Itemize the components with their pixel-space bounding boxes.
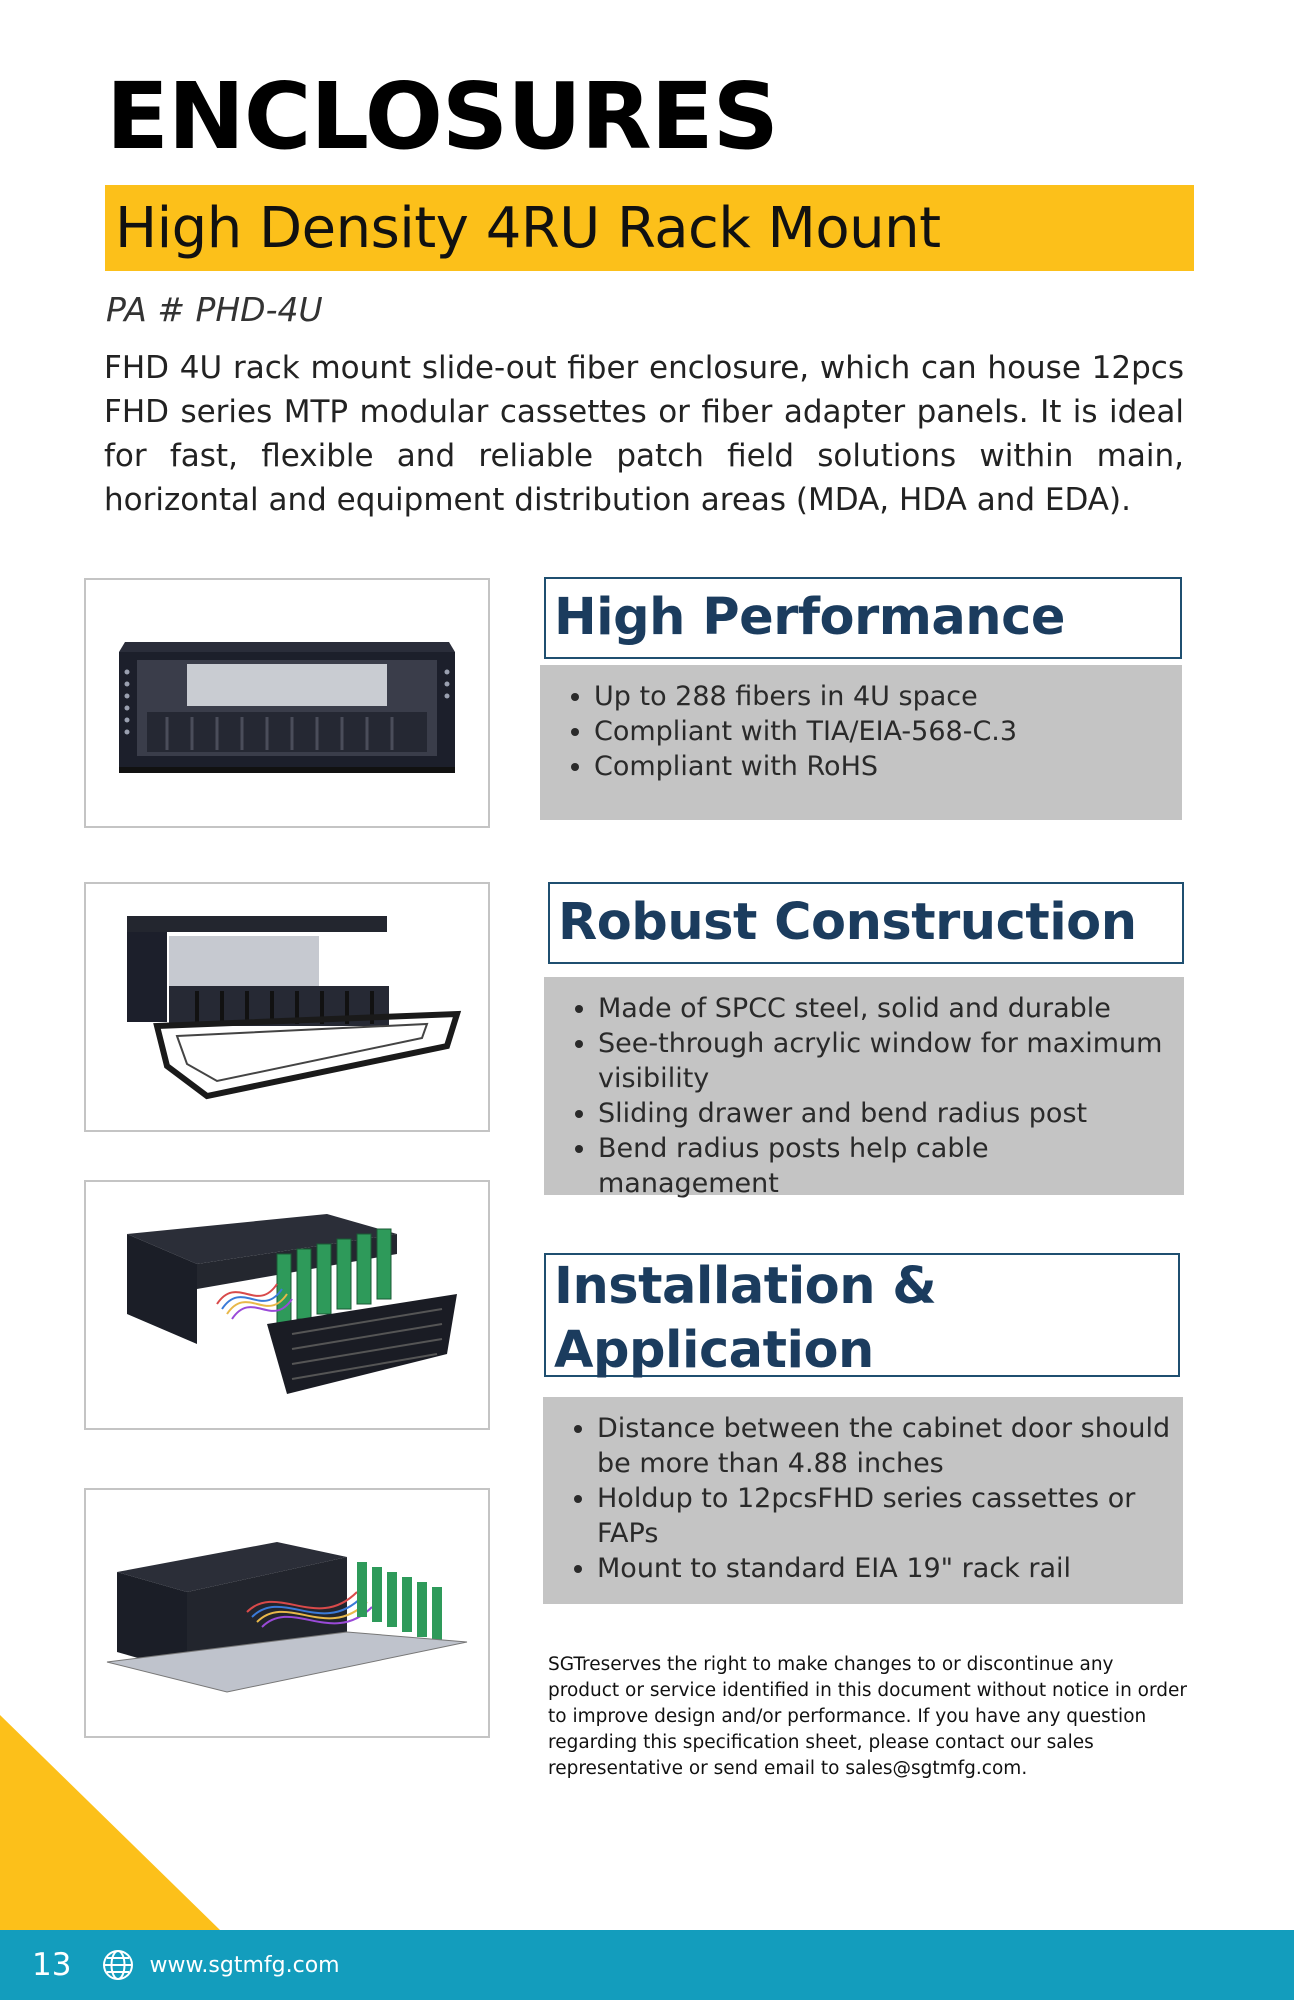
list-item: Compliant with RoHS — [594, 749, 1172, 784]
section-heading: High Performance — [554, 588, 1065, 647]
list-item: Bend radius posts help cable management — [598, 1131, 1174, 1201]
globe-icon — [103, 1950, 134, 1980]
subtitle-text: High Density 4RU Rack Mount — [115, 195, 941, 261]
list-item: Up to 288 fibers in 4U space — [594, 679, 1172, 714]
part-number: PA # PHD-4U — [106, 290, 323, 329]
section-heading-box: High Performance — [544, 577, 1182, 659]
list-item: Mount to standard EIA 19" rack rail — [597, 1551, 1173, 1586]
list-item: See-through acrylic window for maximum v… — [598, 1026, 1174, 1096]
product-photo-side — [84, 1488, 490, 1738]
section-heading-line: Installation & — [554, 1257, 937, 1316]
feature-list: Up to 288 fibers in 4U space Compliant w… — [560, 679, 1172, 784]
disclaimer-text: SGTreserves the right to make changes to… — [548, 1654, 1188, 1779]
list-item: Compliant with TIA/EIA-568-C.3 — [594, 714, 1172, 749]
feature-list-box: Distance between the cabinet door should… — [543, 1397, 1183, 1604]
section-heading: Installation & Application — [554, 1255, 1170, 1383]
product-photo-open-drawer — [84, 882, 490, 1132]
enclosure-side-illustration — [106, 1542, 468, 1693]
section-heading: Robust Construction — [558, 893, 1137, 952]
section-heading-line: Application — [554, 1321, 874, 1380]
website-link[interactable]: www.sgtmfg.com — [149, 1952, 340, 1978]
product-photo-loaded — [84, 1180, 490, 1430]
intro-paragraph: FHD 4U rack mount slide-out fiber enclos… — [104, 350, 1184, 518]
section-heading-box: Robust Construction — [548, 882, 1184, 964]
list-item: Holdup to 12pcsFHD series cassettes or F… — [597, 1481, 1173, 1551]
section-heading-box: Installation & Application — [544, 1253, 1180, 1380]
enclosure-front-illustration — [119, 642, 455, 773]
enclosure-loaded-illustration — [127, 1214, 457, 1394]
list-item: Sliding drawer and bend radius post — [598, 1096, 1174, 1131]
list-item: Distance between the cabinet door should… — [597, 1411, 1173, 1481]
feature-list-box: Up to 288 fibers in 4U space Compliant w… — [540, 665, 1182, 820]
page-title: ENCLOSURES — [106, 63, 779, 170]
feature-list: Distance between the cabinet door should… — [563, 1411, 1173, 1586]
subtitle-banner: High Density 4RU Rack Mount — [105, 185, 1194, 271]
feature-list: Made of SPCC steel, solid and durable Se… — [564, 991, 1174, 1201]
feature-list-box: Made of SPCC steel, solid and durable Se… — [544, 977, 1184, 1199]
product-photo-front — [84, 578, 490, 828]
list-item: Made of SPCC steel, solid and durable — [598, 991, 1174, 1026]
page-footer: 13 www.sgtmfg.com — [0, 1930, 1294, 2000]
page-number: 13 — [32, 1947, 72, 1983]
corner-accent-triangle — [0, 1715, 220, 1930]
enclosure-drawer-illustration — [127, 916, 462, 1100]
